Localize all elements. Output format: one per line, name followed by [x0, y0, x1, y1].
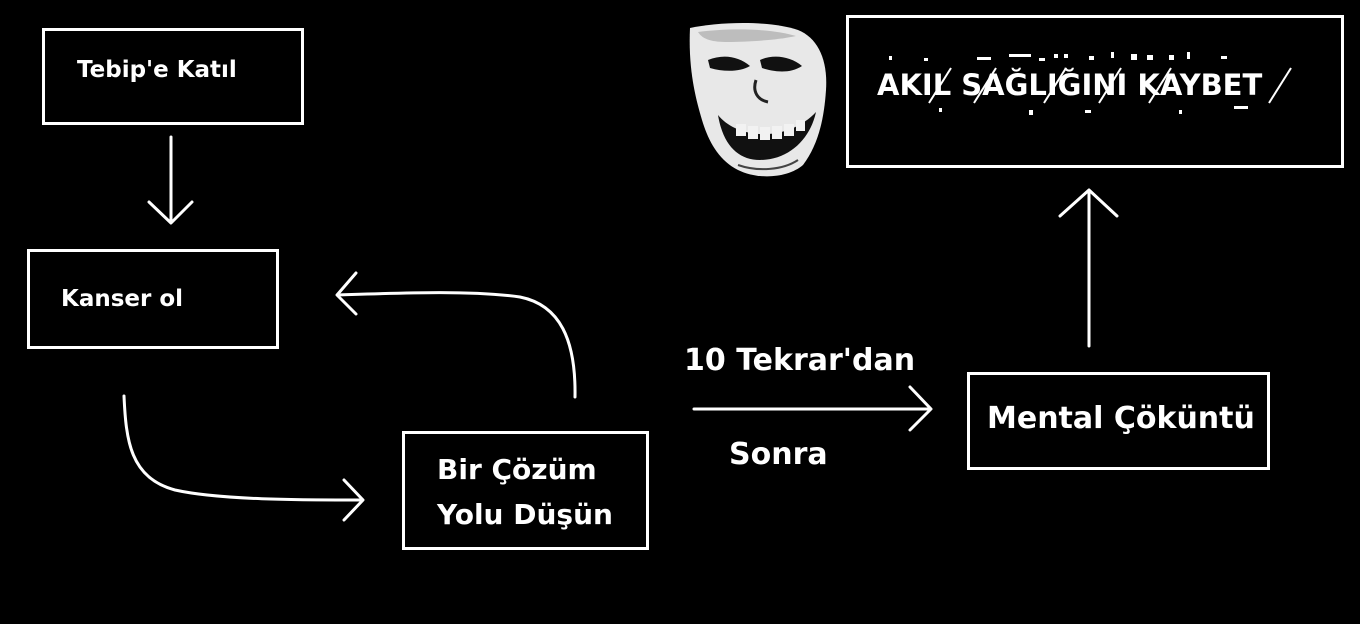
arrow-cancer-to-solution [122, 394, 365, 522]
node-lose-sanity: AKIL SAĞLIĞINI KAYBET [846, 15, 1344, 168]
node-mental-breakdown: Mental Çöküntü [967, 372, 1270, 470]
node-think-solution-line2: Yolu Düşün [437, 498, 613, 531]
node-mental-breakdown-label: Mental Çöküntü [987, 401, 1255, 436]
glitch-slashes-decoration [889, 52, 1292, 115]
arrow-solution-to-cancer [335, 271, 577, 399]
node-join-doctor-label: Tebip'e Katıl [77, 57, 237, 83]
node-get-cancer: Kanser ol [27, 249, 279, 349]
node-join-doctor: Tebip'e Katıl [42, 28, 304, 125]
edge-label-repeat-bottom: Sonra [729, 437, 828, 472]
arrow-solution-to-breakdown [692, 385, 933, 432]
node-get-cancer-label: Kanser ol [61, 286, 184, 312]
edge-label-repeat-top: 10 Tekrar'dan [684, 343, 916, 378]
arrow-breakdown-to-sanity [1058, 188, 1119, 348]
arrow-join-to-cancer [147, 135, 194, 225]
node-think-solution-line1: Bir Çözüm [437, 453, 597, 486]
node-think-solution: Bir Çözüm Yolu Düşün [402, 431, 649, 550]
troll-face-icon [689, 23, 827, 177]
